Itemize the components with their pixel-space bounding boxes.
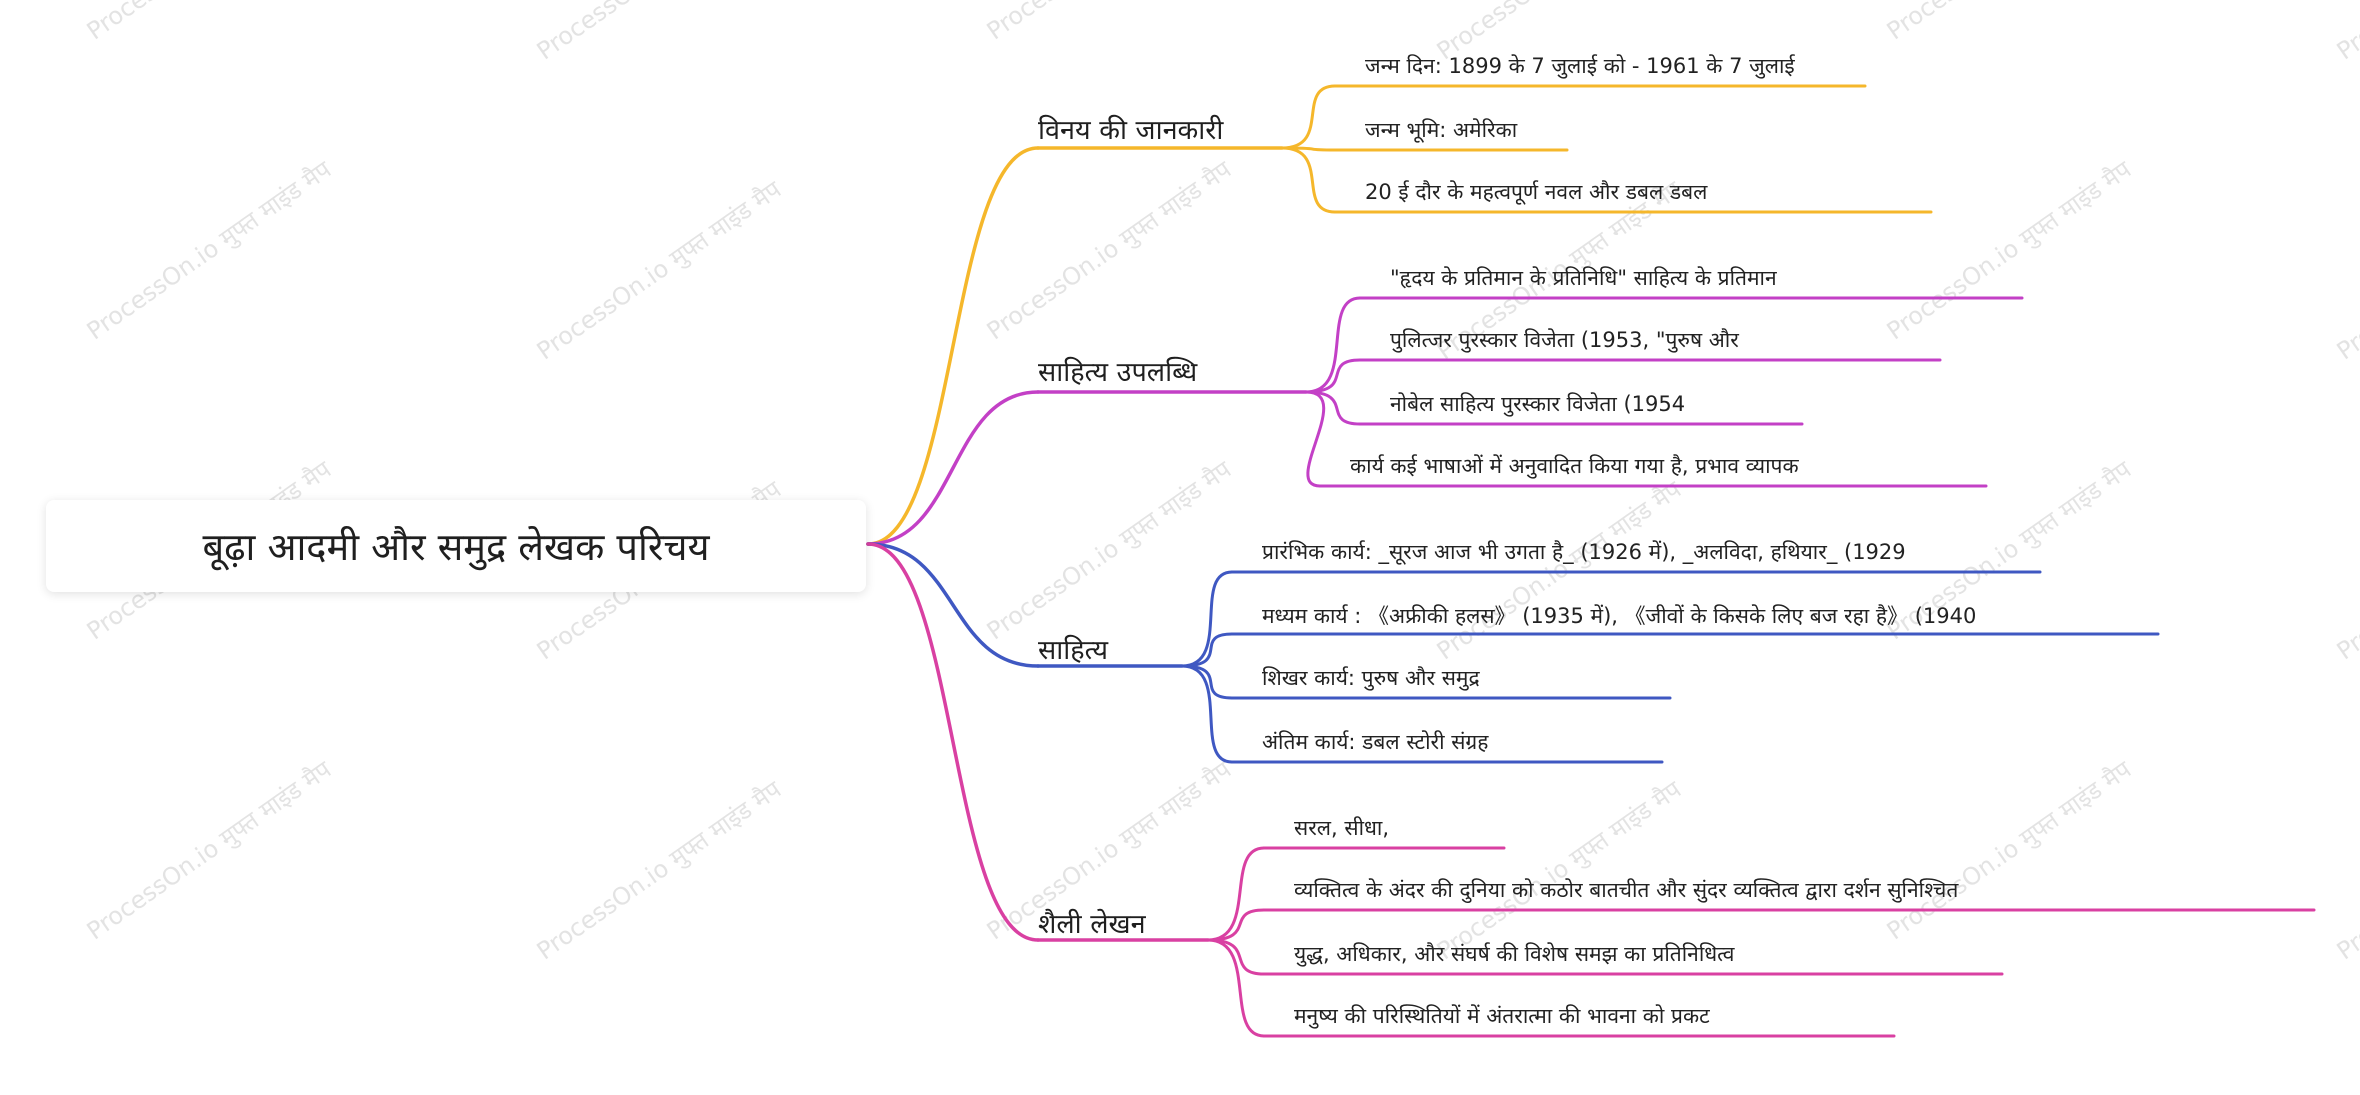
leaf-topic[interactable]: पुलित्जर पुरस्कार विजेता (1953, "पुरुष औ…: [1390, 328, 1739, 352]
leaf-topic[interactable]: मनुष्य की परिस्थितियों में अंतरात्मा की …: [1294, 1004, 1710, 1028]
connector-branch-to-leaf: [1304, 390, 1326, 488]
connector-branch-to-leaf: [1180, 570, 1234, 668]
leaf-topic[interactable]: "हृदय के प्रतिमान के प्रतिनिधि" साहित्य …: [1390, 266, 1777, 290]
connector-root-to-branch: [866, 146, 1040, 546]
connector-branch-to-leaf: [1206, 938, 1266, 976]
connector-branch-to-leaf: [1280, 146, 1337, 214]
connector-branch-to-leaf: [1180, 632, 1234, 668]
connector-branch-to-leaf: [1206, 846, 1266, 942]
leaf-topic[interactable]: सरल, सीधा,: [1294, 816, 1390, 840]
connector-branch-to-leaf: [1280, 146, 1337, 152]
leaf-topic[interactable]: व्यक्तित्व के अंदर की दुनिया को कठोर बात…: [1294, 878, 1959, 902]
leaf-topic[interactable]: युद्ध, अधिकार, और संघर्ष की विशेष समझ का…: [1294, 942, 1735, 966]
leaf-topic[interactable]: मध्यम कार्य : 《अफ्रीकी हलस》 (1935 में), …: [1262, 604, 1977, 628]
connector-branch-to-leaf: [1280, 84, 1337, 150]
connector-root-to-branch: [866, 542, 1040, 668]
connector-branch-to-leaf: [1206, 908, 1266, 942]
leaf-topic[interactable]: अंतिम कार्य: डबल स्टोरी संग्रह: [1262, 730, 1489, 754]
branch-topic[interactable]: साहित्य उपलब्धि: [1038, 357, 1198, 388]
branch-topic[interactable]: विनय की जानकारी: [1038, 115, 1224, 146]
connector-root-to-branch: [866, 390, 1040, 546]
leaf-topic[interactable]: जन्म दिन: 1899 के 7 जुलाई को - 1961 के 7…: [1365, 54, 1795, 78]
connector-branch-to-leaf: [1304, 358, 1362, 394]
connector-branch-to-leaf: [1180, 664, 1234, 764]
connector-branch-to-leaf: [1206, 938, 1266, 1038]
leaf-topic[interactable]: शिखर कार्य: पुरुष और समुद्र: [1262, 666, 1480, 690]
leaf-topic[interactable]: प्रारंभिक कार्य: _सूरज आज भी उगता है_ (1…: [1262, 540, 1906, 564]
connector-branch-to-leaf: [1180, 664, 1234, 700]
root-topic[interactable]: बूढ़ा आदमी और समुद्र लेखक परिचय: [46, 500, 866, 592]
branch-topic[interactable]: शैली लेखन: [1038, 909, 1146, 940]
leaf-topic[interactable]: नोबेल साहित्य पुरस्कार विजेता (1954: [1390, 392, 1686, 416]
leaf-topic[interactable]: कार्य कई भाषाओं में अनुवादित किया गया है…: [1350, 454, 1799, 478]
connector-root-to-branch: [866, 542, 1040, 942]
connector-branch-to-leaf: [1304, 296, 1362, 394]
connector-branch-to-leaf: [1304, 390, 1362, 426]
leaf-topic[interactable]: 20 ई दौर के महत्वपूर्ण नवल और डबल डबल: [1365, 180, 1708, 204]
leaf-topic[interactable]: जन्म भूमि: अमेरिका: [1365, 118, 1518, 142]
root-topic-label: बूढ़ा आदमी और समुद्र लेखक परिचय: [202, 525, 710, 569]
branch-topic[interactable]: साहित्य: [1038, 635, 1109, 666]
